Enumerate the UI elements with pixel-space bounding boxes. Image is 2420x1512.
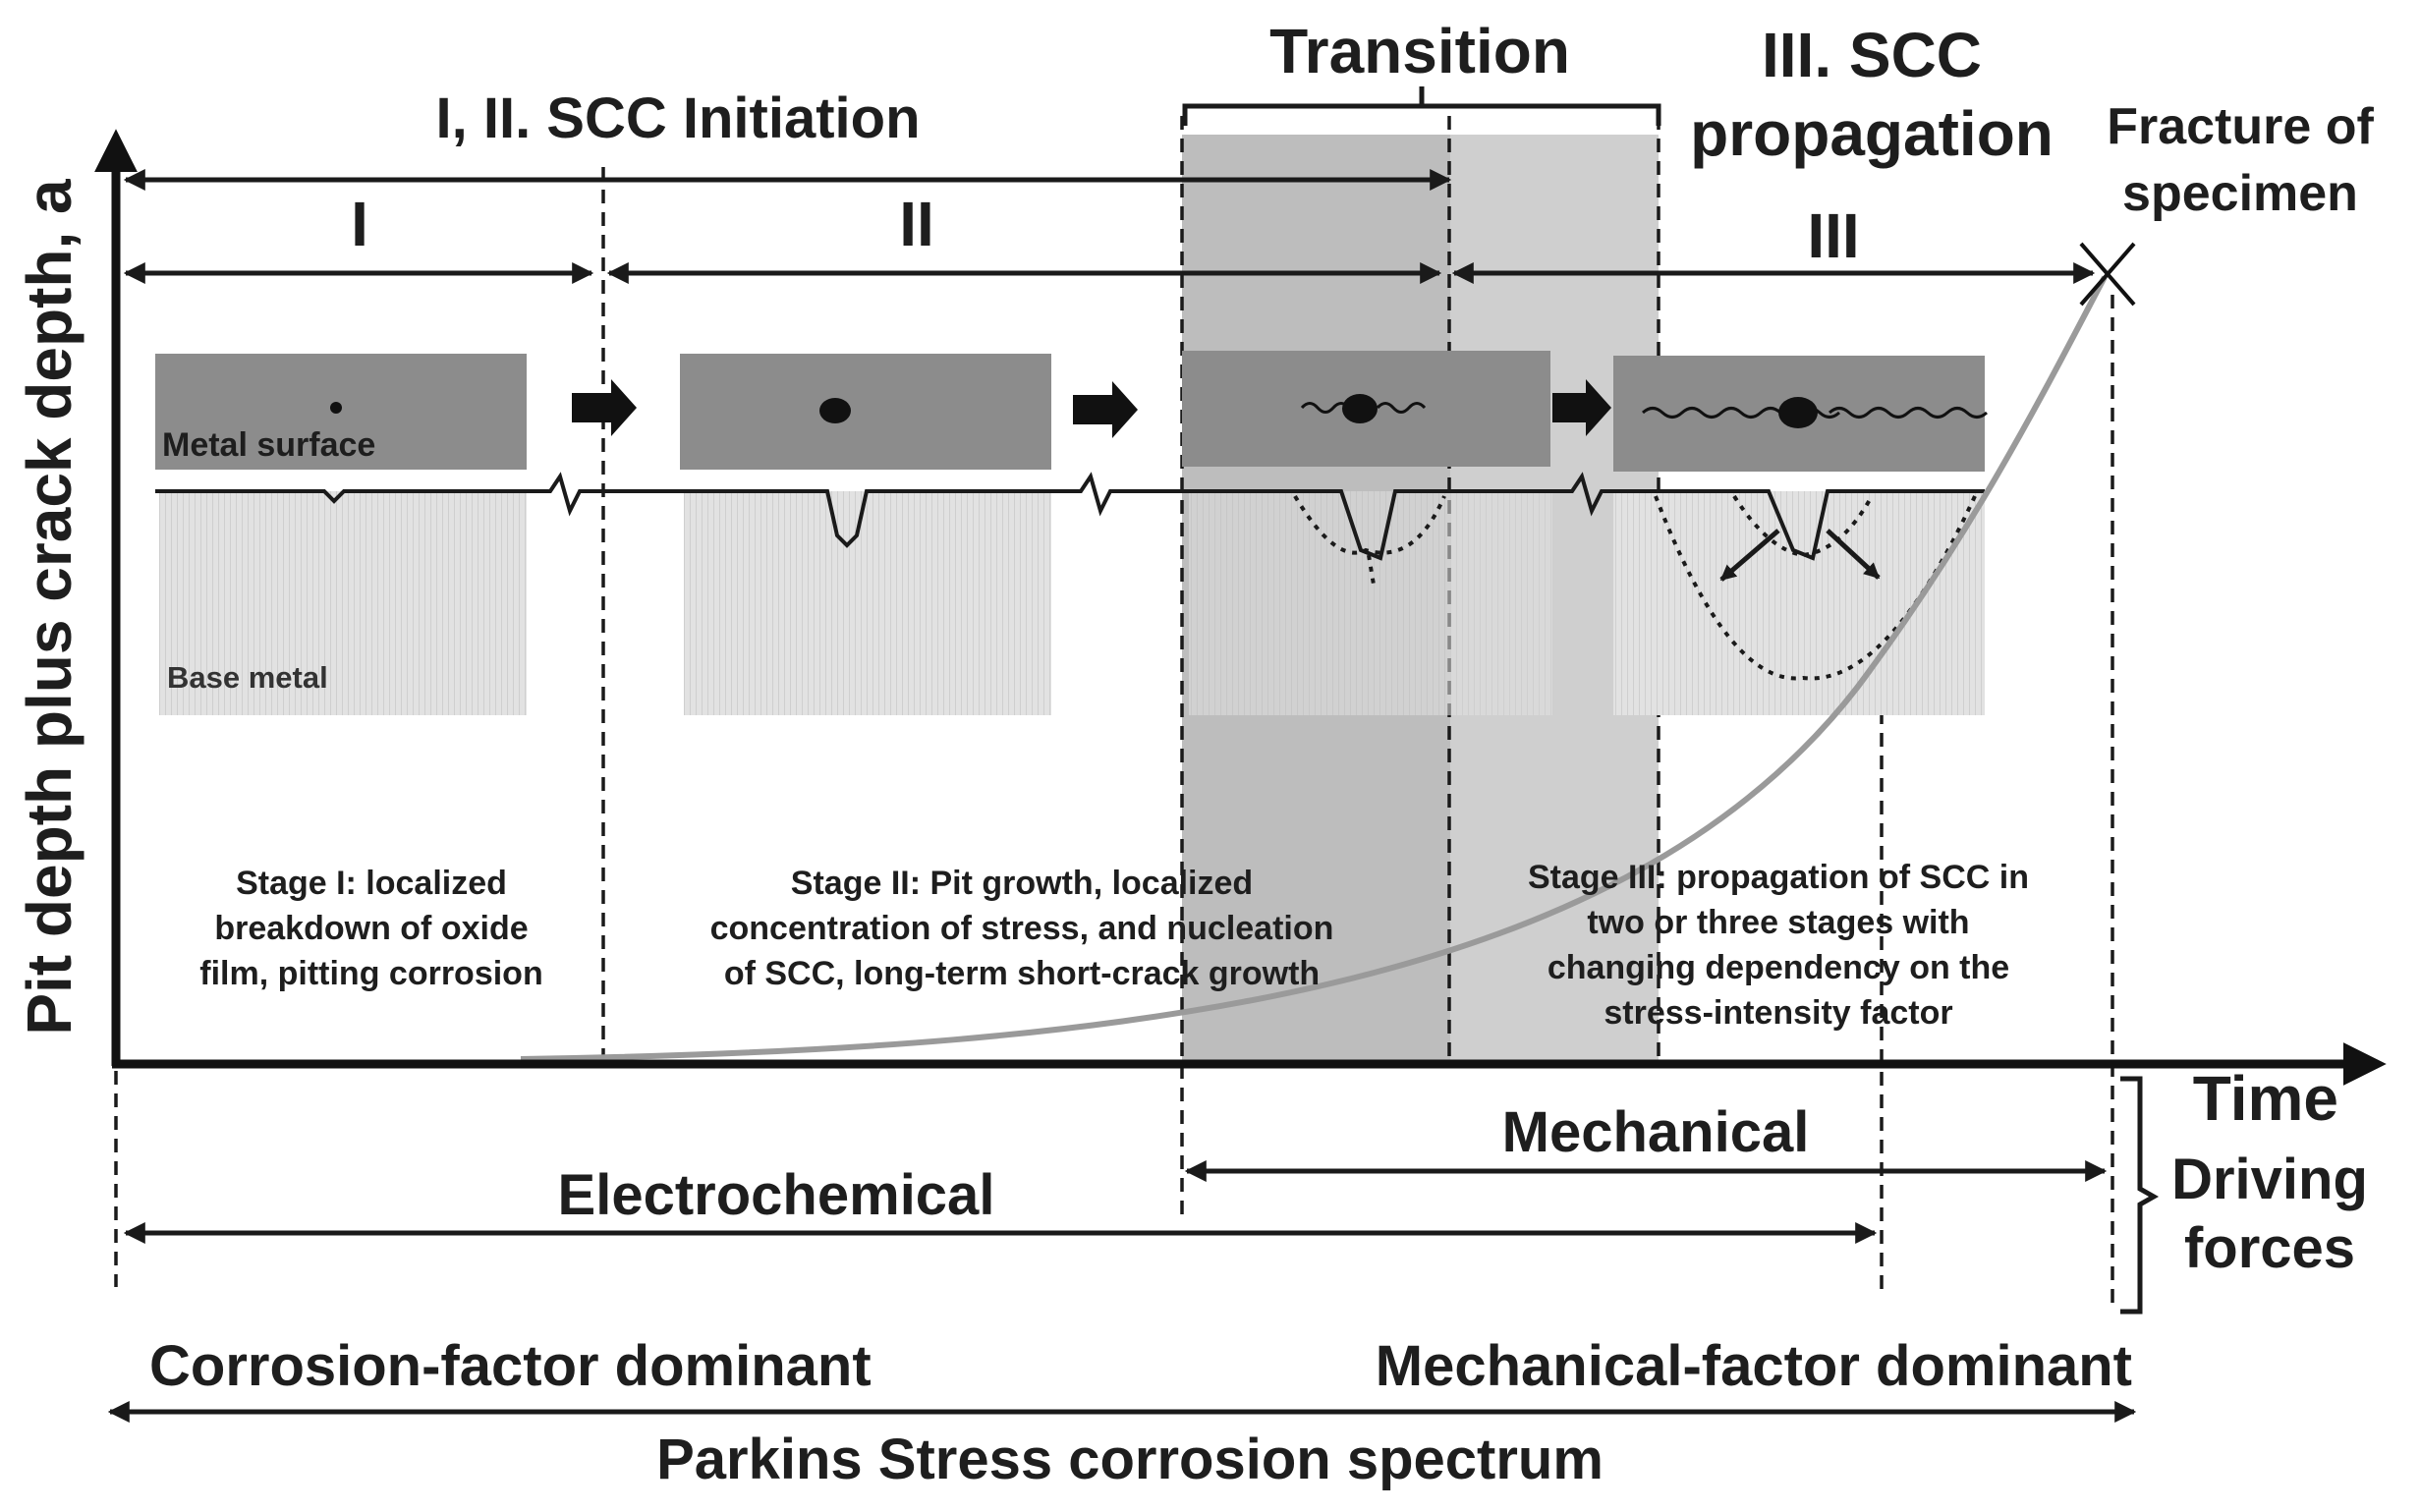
spectrum-title: Parkins Stress corrosion spectrum: [656, 1428, 1604, 1491]
transition-header: Transition: [1269, 16, 1570, 86]
surface-profile: [155, 472, 1985, 561]
stage1-roman: I: [351, 189, 368, 259]
propagation-header-line2: propagation: [1690, 98, 2054, 169]
y-axis-label: Pit depth plus crack depth, a: [14, 179, 84, 1036]
sketch4-pit: [1778, 397, 1818, 428]
block-arrow-1: [572, 379, 637, 436]
initiation-header: I, II. SCC Initiation: [436, 86, 921, 150]
sketch-stage3: [1613, 356, 1989, 715]
stage3-description: Stage III: propagation of SCC in two or …: [1528, 859, 2029, 1032]
sketch1-base-metal: [159, 491, 527, 715]
metal-surface-label: Metal surface: [162, 426, 375, 464]
fracture-mark: [2079, 242, 2136, 307]
fracture-label-line1: Fracture of: [2107, 98, 2374, 155]
stage1-desc-line3: film, pitting corrosion: [199, 955, 542, 992]
stage3-desc-line1: Stage III: propagation of SCC in: [1528, 859, 2029, 896]
stage3-stress-zone-outer: [1654, 495, 1977, 681]
base-metal-label: Base metal: [167, 660, 328, 695]
stage3-arrow-left: [1719, 529, 1780, 582]
stage3-roman: III: [1807, 200, 1859, 271]
sketch-stage-transition: [1182, 351, 1552, 715]
sketch3-pit: [1342, 394, 1378, 423]
stage1-desc-line2: breakdown of oxide: [214, 910, 528, 947]
fracture-label-line2: specimen: [2122, 165, 2358, 222]
stage1-description: Stage I: localized breakdown of oxide fi…: [199, 865, 542, 992]
electrochemical-label: Electrochemical: [558, 1163, 995, 1227]
sketch3-crack: [1300, 402, 1427, 414]
block-arrow-2: [1073, 381, 1138, 438]
stage2-description: Stage II: Pit growth, localized concentr…: [710, 865, 1334, 992]
stage3-arrow-right: [1826, 529, 1881, 580]
stage2-desc-line2: concentration of stress, and nucleation: [710, 910, 1334, 947]
growth-curve: [520, 275, 2108, 1062]
driving-forces-label-line2: forces: [2184, 1216, 2355, 1280]
sketch4-base-metal: [1613, 491, 1985, 715]
stage2-desc-line1: Stage II: Pit growth, localized: [791, 865, 1253, 902]
x-axis-label: Time: [2193, 1063, 2338, 1134]
stage3-desc-line2: two or three stages with: [1587, 904, 1969, 941]
mechanical-label: Mechanical: [1502, 1100, 1810, 1164]
sketch2-base-metal: [684, 491, 1051, 715]
sketch2-pit: [819, 398, 851, 423]
transition-crack-tail: [1367, 554, 1376, 586]
driving-forces-bracket: [2120, 1076, 2160, 1315]
stage1-desc-line1: Stage I: localized: [236, 865, 507, 902]
stage2-desc-line3: of SCC, long-term short-crack growth: [724, 955, 1320, 992]
block-arrow-3: [1552, 379, 1611, 436]
mechanical-dominant-label: Mechanical-factor dominant: [1376, 1334, 2132, 1398]
propagation-header-line1: III. SCC: [1762, 20, 1982, 90]
transition-bracket: [1182, 86, 1661, 126]
sketch2-metal-surface: [680, 354, 1051, 470]
stage3-desc-line4: stress-intensity factor: [1604, 994, 1952, 1032]
stage3-stress-zone-inner: [1732, 494, 1874, 558]
transition-stress-zone: [1293, 494, 1446, 555]
sketch-stage2: [680, 354, 1051, 715]
sketch1-metal-surface: [155, 354, 527, 470]
sketch3-base-metal: [1189, 491, 1552, 715]
corrosion-dominant-label: Corrosion-factor dominant: [149, 1334, 872, 1398]
sketch1-pit: [330, 402, 342, 414]
driving-forces-label-line1: Driving: [2171, 1148, 2368, 1211]
stage2-roman: II: [899, 189, 934, 259]
sketch-stage1: Metal surface Base metal: [155, 354, 527, 715]
stage3-desc-line3: changing dependency on the: [1548, 949, 2009, 986]
